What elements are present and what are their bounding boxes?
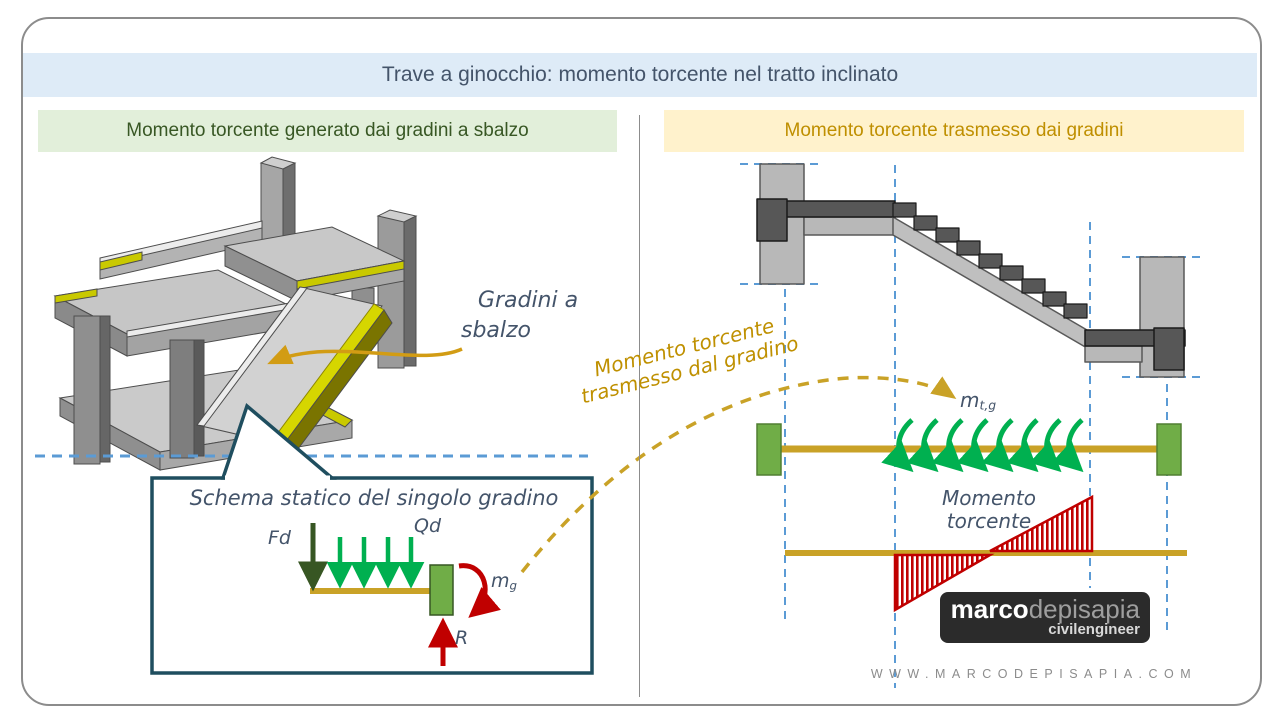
torsion-moment-diagram xyxy=(785,494,1187,613)
moment-triangle-left xyxy=(893,553,995,613)
left-support xyxy=(756,423,782,476)
title-bar: Trave a ginocchio: momento torcente nel … xyxy=(23,53,1257,97)
label-qd: Qd xyxy=(414,515,442,537)
steps xyxy=(892,202,1088,319)
gradini-note-line2: sbalzo xyxy=(460,318,532,343)
step-support xyxy=(429,564,454,616)
bottom-beam-end-block xyxy=(1153,327,1185,371)
beam-torsion-model xyxy=(756,420,1182,476)
label-mg: mg xyxy=(491,570,517,593)
schema-title: Schema statico del singolo gradino xyxy=(189,486,559,510)
torque-diagram-label: Momento torcente xyxy=(941,486,1037,533)
logo-tagline: civilengineer xyxy=(1048,621,1140,639)
gradini-note-line1: Gradini a xyxy=(477,288,579,313)
label-r: R xyxy=(455,627,469,649)
top-landing-slab xyxy=(803,216,896,236)
staircase-3d-model xyxy=(53,156,418,471)
label-fd: Fd xyxy=(268,527,291,549)
static-scheme xyxy=(298,523,501,666)
stair-elevation-drawing xyxy=(740,163,1206,688)
gradini-pointer-arrow xyxy=(267,344,463,365)
moment-triangle-right xyxy=(989,494,1094,553)
mg-moment-arrow xyxy=(458,563,501,618)
page-title: Trave a ginocchio: momento torcente nel … xyxy=(381,63,899,86)
right-panel-header: Momento torcente trasmesso dai gradini xyxy=(664,110,1244,152)
inclined-slab xyxy=(892,216,1088,349)
left-panel-header: Momento torcente generato dai gradini a … xyxy=(38,110,617,152)
logo: marcodepisapia civilengineer xyxy=(940,592,1150,643)
torsion-arrows xyxy=(899,420,1082,467)
label-mtg: mt,g xyxy=(960,388,997,413)
website-url: WWW.MARCODEPISAPIA.COM xyxy=(870,667,1198,681)
transfer-dashed-arrow xyxy=(520,375,957,574)
top-beam-end-block xyxy=(756,198,788,242)
bottom-landing-slab xyxy=(1084,345,1143,363)
logo-name: marcodepisapia xyxy=(950,594,1140,625)
qd-arrows xyxy=(326,537,425,589)
right-support xyxy=(1156,423,1182,476)
panel-divider xyxy=(639,115,640,697)
